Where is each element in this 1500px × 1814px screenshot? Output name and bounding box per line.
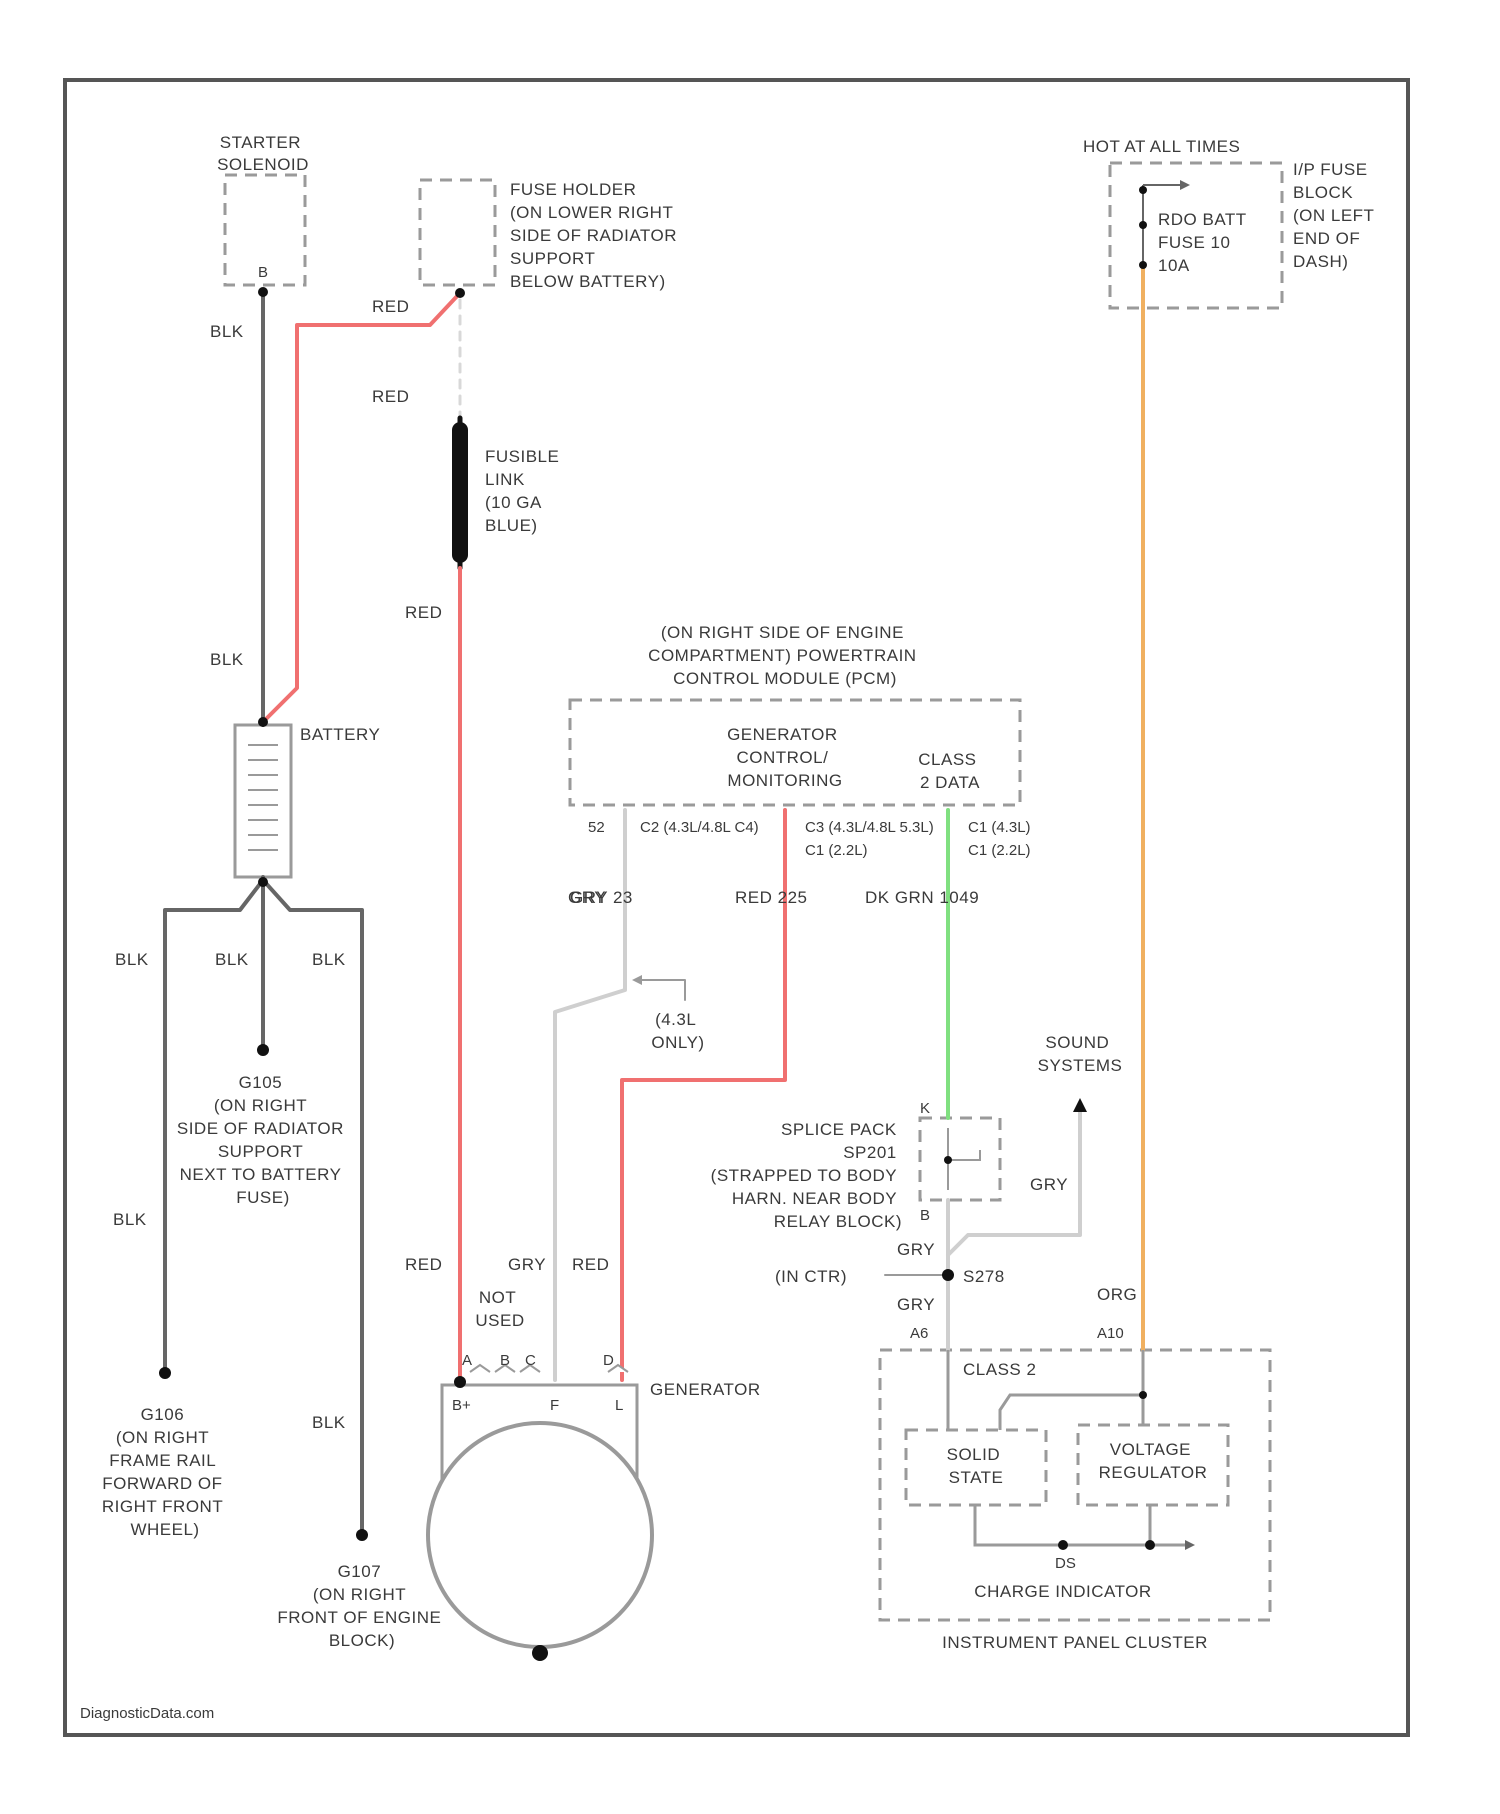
- label-blk-3: BLK: [115, 950, 149, 969]
- label-red-1: RED: [372, 297, 409, 316]
- ipc-pin-a10: A10: [1097, 1325, 1124, 1342]
- class2-data-label: CLASS 2 DATA: [918, 750, 981, 792]
- pcm-pin-c1: C1 (4.3L): [968, 819, 1031, 836]
- splice-internal: [948, 1128, 980, 1190]
- label-org: ORG: [1097, 1285, 1137, 1304]
- battery-body: [235, 725, 291, 877]
- gen-control-label: GENERATOR CONTROL/ MONITORING: [727, 725, 843, 790]
- gen-pin-a: A: [462, 1352, 472, 1369]
- generator-body: [428, 1423, 652, 1647]
- starter-pin: B: [258, 264, 268, 281]
- pcm-pin-c3b: C1 (2.2L): [805, 842, 868, 859]
- battery-label: BATTERY: [300, 725, 380, 744]
- sound-arrow: [1073, 1098, 1087, 1112]
- label-blk-4: BLK: [215, 950, 249, 969]
- label-gry-3: GRY: [897, 1295, 935, 1314]
- g106-label: G106 (ON RIGHT FRAME RAIL FORWARD OF RIG…: [102, 1405, 228, 1539]
- gen-term-l: L: [615, 1397, 623, 1414]
- only-note: (4.3L ONLY): [651, 1010, 704, 1052]
- ipc-box: [880, 1350, 1270, 1620]
- splice-pack-label: SPLICE PACK SP201 (STRAPPED TO BODY HARN…: [711, 1120, 902, 1231]
- ipc-pin-a6: A6: [910, 1325, 928, 1342]
- pcm-pin-c1b: C1 (2.2L): [968, 842, 1031, 859]
- label-blk-2: BLK: [210, 650, 244, 669]
- g105-label: G105 (ON RIGHT SIDE OF RADIATOR SUPPORT …: [177, 1073, 349, 1207]
- voltage-regulator-label: VOLTAGE REGULATOR: [1099, 1440, 1208, 1482]
- solid-state-label: SOLID STATE: [947, 1445, 1006, 1487]
- splice-pin-b: B: [920, 1207, 930, 1224]
- not-used-label: NOT USED: [475, 1288, 524, 1330]
- fuse-arrow: [1180, 180, 1190, 190]
- fuse-holder-box: [420, 180, 495, 285]
- starter-label: STARTER SOLENOID: [217, 133, 309, 174]
- label-red-4: RED: [405, 1255, 442, 1274]
- diagram-frame: [65, 80, 1408, 1735]
- gen-pin-d: D: [603, 1352, 614, 1369]
- g107-label: G107 (ON RIGHT FRONT OF ENGINE BLOCK): [277, 1562, 446, 1650]
- charge-indicator-label: CHARGE INDICATOR: [974, 1582, 1151, 1601]
- gen-pin-c: C: [525, 1352, 536, 1369]
- label-grn-1049: DK GRN 1049: [865, 888, 979, 907]
- label-gry-4: GRY: [508, 1255, 546, 1274]
- label-red-225: RED 225: [735, 888, 807, 907]
- label-gry-1: GRY: [1030, 1175, 1068, 1194]
- splice-pin-k: K: [920, 1100, 930, 1117]
- label-blk-5: BLK: [312, 950, 346, 969]
- hot-at-all-times: HOT AT ALL TIMES: [1083, 137, 1240, 156]
- ipc-arrow: [1185, 1540, 1195, 1550]
- label-red-3: RED: [405, 603, 442, 622]
- label-gry-5: GRY: [568, 888, 606, 907]
- pcm-pin-c3: C3 (4.3L/4.8L 5.3L): [805, 819, 934, 836]
- ipc-class2-label: CLASS 2: [963, 1360, 1036, 1379]
- gen-term-bplus: B+: [452, 1397, 471, 1414]
- jnc-label: (IN CTR): [775, 1267, 847, 1286]
- wire-red-battery: [263, 293, 460, 722]
- sound-systems-label: SOUND SYSTEMS: [1038, 1033, 1123, 1075]
- s278-label: S278: [963, 1267, 1005, 1286]
- ds-label: DS: [1055, 1555, 1076, 1572]
- fuse-holder-label: FUSE HOLDER (ON LOWER RIGHT SIDE OF RADI…: [510, 180, 682, 291]
- wire-gry-branch: [635, 980, 685, 1000]
- label-red-5: RED: [572, 1255, 609, 1274]
- wire-blk-ground-right: [263, 880, 362, 1535]
- label-gry-2: GRY: [897, 1240, 935, 1259]
- generator-label: GENERATOR: [650, 1380, 761, 1399]
- label-blk-6: BLK: [113, 1210, 147, 1229]
- label-red-2: RED: [372, 387, 409, 406]
- ip-fuse-block-label: I/P FUSE BLOCK (ON LEFT END OF DASH): [1293, 160, 1379, 271]
- pcm-pin-c2: C2 (4.3L/4.8L C4): [640, 819, 759, 836]
- arrow-gry-branch: [632, 975, 642, 985]
- label-blk-7: BLK: [312, 1413, 346, 1432]
- wire-nodes: [159, 186, 1155, 1661]
- pcm-pin-52: 52: [588, 819, 605, 836]
- fusible-link-label: FUSIBLE LINK (10 GA BLUE): [485, 447, 565, 535]
- gen-term-f: F: [550, 1397, 559, 1414]
- fuse-name: RDO BATT FUSE 10 10A: [1158, 210, 1252, 275]
- label-blk-1: BLK: [210, 322, 244, 341]
- ipc-label: INSTRUMENT PANEL CLUSTER: [942, 1633, 1208, 1652]
- gen-pin-b: B: [500, 1352, 510, 1369]
- watermark: DiagnosticData.com: [80, 1705, 214, 1722]
- pcm-header: (ON RIGHT SIDE OF ENGINE COMPARTMENT) PO…: [648, 623, 922, 688]
